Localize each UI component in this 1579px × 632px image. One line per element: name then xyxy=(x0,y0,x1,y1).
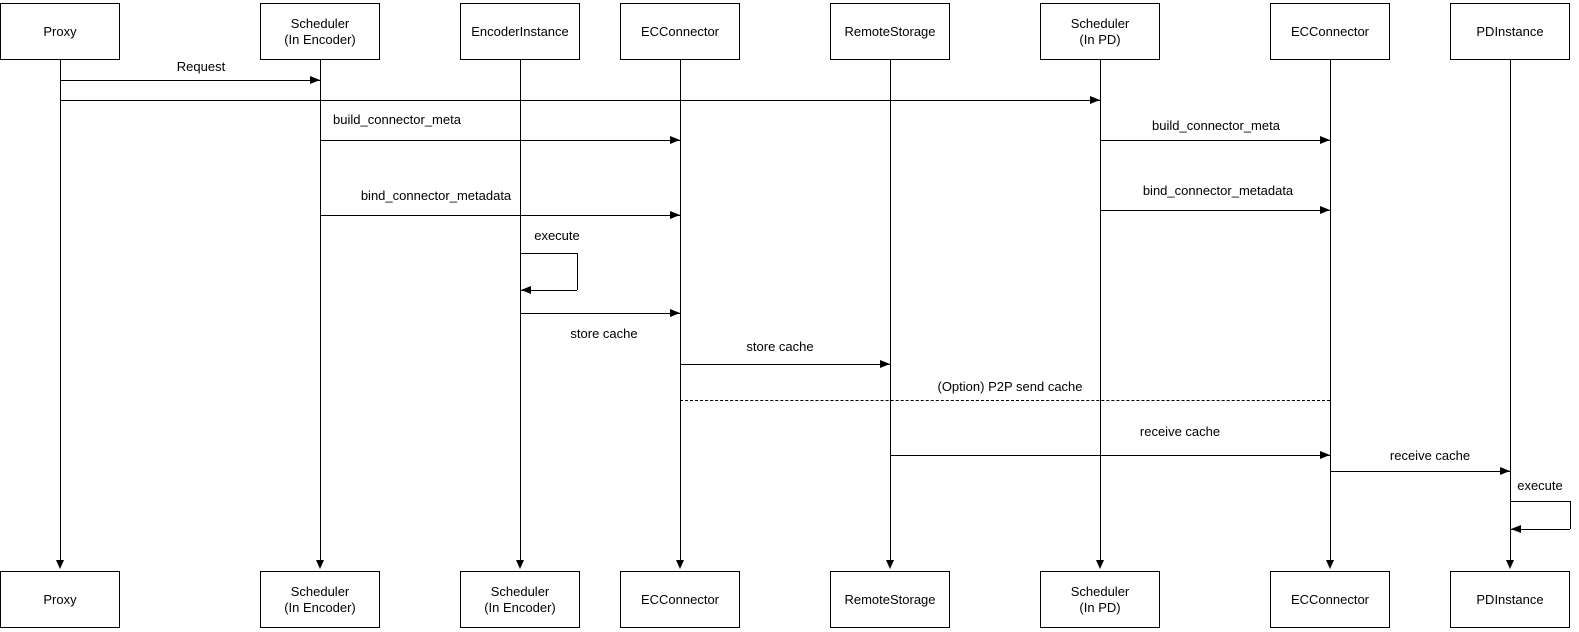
actor-bottom-ecconnector-pd: ECConnector xyxy=(1270,571,1390,628)
actor-label: ECConnector xyxy=(1290,23,1370,39)
message-label-build-connector-meta-right: build_connector_meta xyxy=(1152,118,1280,133)
arrowhead-icon xyxy=(670,136,680,144)
actor-bottom-scheduler-pd: Scheduler (In PD) xyxy=(1040,571,1160,628)
self-message-bottom-line xyxy=(521,290,577,291)
message-label-bind-connector-metadata-left: bind_connector_metadata xyxy=(360,188,512,203)
arrowhead-icon xyxy=(1500,467,1510,475)
actor-sublabel: (In Encoder) xyxy=(484,599,556,615)
actor-label: Scheduler xyxy=(1070,15,1130,31)
lifeline-end-arrow-icon xyxy=(516,560,524,569)
lifeline-scheduler-encoder xyxy=(320,60,321,560)
message-label-store-cache-remote: store cache xyxy=(746,339,814,354)
actor-label: Scheduler xyxy=(290,15,350,31)
message-label-execute-pd: execute xyxy=(1517,478,1563,493)
actor-label: PDInstance xyxy=(1476,591,1544,607)
actor-bottom-ecconnector-encoder: ECConnector xyxy=(620,571,740,628)
lifeline-pdinstance xyxy=(1510,60,1511,560)
message-label-p2p-send-cache: (Option) P2P send cache xyxy=(937,379,1083,394)
arrowhead-icon xyxy=(310,76,320,84)
message-line-receive-cache-ec xyxy=(890,455,1330,456)
actor-sublabel: (In PD) xyxy=(1079,599,1121,615)
message-line-store-cache-remote xyxy=(680,364,890,365)
lifeline-end-arrow-icon xyxy=(1096,560,1104,569)
lifeline-end-arrow-icon xyxy=(1326,560,1334,569)
message-label-receive-cache-ec: receive cache xyxy=(1139,424,1221,439)
actor-top-encoderinstance: EncoderInstance xyxy=(460,3,580,60)
actor-top-ecconnector-pd: ECConnector xyxy=(1270,3,1390,60)
actor-sublabel: (In Encoder) xyxy=(284,599,356,615)
actor-label: Proxy xyxy=(43,591,77,607)
message-line-p2p-send-cache xyxy=(680,400,1330,401)
actor-label: RemoteStorage xyxy=(844,23,936,39)
message-label-bind-connector-metadata-right: bind_connector_metadata xyxy=(1142,183,1294,198)
message-line-proxy-to-scheduler-pd xyxy=(60,100,1100,101)
lifeline-end-arrow-icon xyxy=(886,560,894,569)
lifeline-end-arrow-icon xyxy=(316,560,324,569)
message-label-store-cache-encoder: store cache xyxy=(570,326,638,341)
actor-label: RemoteStorage xyxy=(844,591,936,607)
arrowhead-icon xyxy=(1320,451,1330,459)
actor-top-ecconnector-encoder: ECConnector xyxy=(620,3,740,60)
lifeline-remotestorage xyxy=(890,60,891,560)
lifeline-end-arrow-icon xyxy=(1506,560,1514,569)
actor-top-remotestorage: RemoteStorage xyxy=(830,3,950,60)
actor-bottom-scheduler-encoder: Scheduler (In Encoder) xyxy=(260,571,380,628)
lifeline-ecconnector-pd xyxy=(1330,60,1331,560)
actor-label: ECConnector xyxy=(1290,591,1370,607)
actor-label: PDInstance xyxy=(1476,23,1544,39)
actor-top-proxy: Proxy xyxy=(0,3,120,60)
arrowhead-icon xyxy=(670,211,680,219)
actor-sublabel: (In Encoder) xyxy=(284,31,356,47)
actor-label: EncoderInstance xyxy=(471,23,569,39)
message-line-receive-cache-pd xyxy=(1330,471,1510,472)
lifeline-end-arrow-icon xyxy=(56,560,64,569)
self-message-top-line xyxy=(520,253,577,254)
arrowhead-icon xyxy=(880,360,890,368)
actor-label: Scheduler xyxy=(490,583,550,599)
actor-label: Proxy xyxy=(43,23,77,39)
actor-bottom-remotestorage: RemoteStorage xyxy=(830,571,950,628)
message-label-execute-encoder: execute xyxy=(534,228,580,243)
self-message-top-line xyxy=(1510,501,1570,502)
actor-label: Scheduler xyxy=(290,583,350,599)
actor-sublabel: (In PD) xyxy=(1079,31,1121,47)
self-message-bottom-line xyxy=(1511,529,1570,530)
arrowhead-icon xyxy=(521,286,531,294)
arrowhead-icon xyxy=(1320,206,1330,214)
arrowhead-icon xyxy=(670,309,680,317)
actor-bottom-pdinstance: PDInstance xyxy=(1450,571,1570,628)
lifeline-ecconnector-encoder xyxy=(680,60,681,560)
message-label-build-connector-meta-left: build_connector_meta xyxy=(333,112,461,127)
message-line-request xyxy=(60,80,320,81)
actor-label: Scheduler xyxy=(1070,583,1130,599)
self-message-right-line xyxy=(1570,501,1571,529)
actor-top-scheduler-pd: Scheduler (In PD) xyxy=(1040,3,1160,60)
actor-top-scheduler-encoder: Scheduler (In Encoder) xyxy=(260,3,380,60)
message-line-build-connector-meta-left xyxy=(320,140,680,141)
lifeline-encoderinstance xyxy=(520,60,521,560)
message-line-bind-connector-metadata-right xyxy=(1100,210,1330,211)
message-line-store-cache-encoder xyxy=(520,313,680,314)
actor-label: ECConnector xyxy=(640,591,720,607)
arrowhead-icon xyxy=(1511,525,1521,533)
lifeline-scheduler-pd xyxy=(1100,60,1101,560)
actor-bottom-proxy: Proxy xyxy=(0,571,120,628)
self-message-right-line xyxy=(577,253,578,290)
message-line-build-connector-meta-right xyxy=(1100,140,1330,141)
actor-label: ECConnector xyxy=(640,23,720,39)
message-label-request: Request xyxy=(176,59,226,74)
message-label-receive-cache-pd: receive cache xyxy=(1389,448,1471,463)
actor-bottom-scheduler-encoder-2: Scheduler (In Encoder) xyxy=(460,571,580,628)
actor-top-pdinstance: PDInstance xyxy=(1450,3,1570,60)
lifeline-end-arrow-icon xyxy=(676,560,684,569)
arrowhead-icon xyxy=(1320,136,1330,144)
arrowhead-icon xyxy=(1090,96,1100,104)
lifeline-proxy xyxy=(60,60,61,560)
message-line-bind-connector-metadata-left xyxy=(320,215,680,216)
